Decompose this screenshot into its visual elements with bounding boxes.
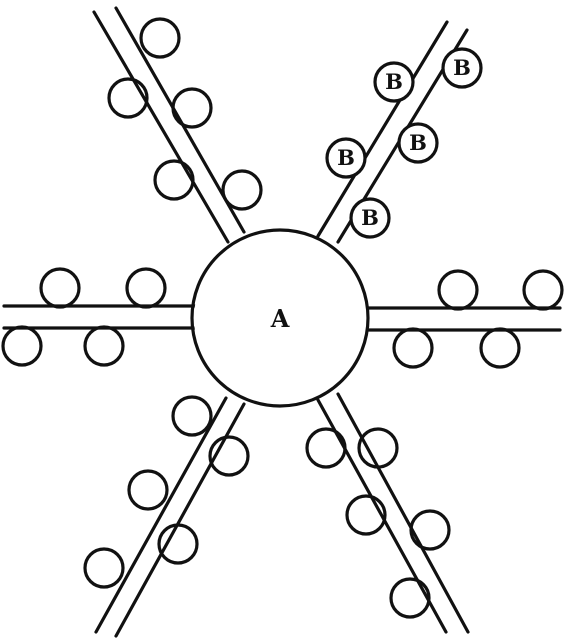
core-label-front: A (270, 304, 290, 333)
left-arm (1, 267, 198, 367)
branch-lobe (157, 523, 199, 565)
branch-b: B (325, 137, 367, 179)
arm-wall (92, 10, 230, 244)
arm-wall (94, 396, 228, 634)
branch-b: B (373, 61, 415, 103)
arm-wall (336, 392, 470, 634)
right-arm (366, 269, 564, 369)
branch-b-circle (441, 47, 483, 89)
branch-lobe (221, 169, 263, 211)
branch-lobe (125, 267, 167, 309)
branch-lobe (139, 17, 181, 59)
branch-lobe (208, 435, 250, 477)
branch-b-label: B (385, 69, 403, 94)
branch-lobe (392, 327, 434, 369)
branch-lobe (305, 427, 347, 469)
branch-b: B (441, 47, 483, 89)
branch-lobe (437, 269, 479, 311)
upper-right-arm: B B B B B (316, 20, 483, 244)
branch-lobe (171, 395, 213, 437)
branch-b: B (397, 122, 439, 164)
branch-b-circle (373, 61, 415, 103)
upper-left-arm (92, 6, 263, 244)
branch-b-circle (325, 137, 367, 179)
branch-b-label: B (453, 55, 471, 80)
branch-lobe (107, 77, 149, 119)
branch-b-circle (349, 197, 391, 239)
branch-lobe (171, 87, 213, 129)
branch-b-circle (397, 122, 439, 164)
branch-lobe (83, 547, 125, 589)
core-overlay (194, 232, 366, 404)
lower-right-arm (305, 392, 470, 634)
branch-lobe (39, 267, 81, 309)
branch-lobe (345, 494, 387, 536)
arm-wall (316, 20, 449, 238)
branch-b: B (349, 197, 391, 239)
branch-lobe (127, 469, 169, 511)
branch-lobe (83, 325, 125, 367)
lower-left-arm (83, 395, 250, 638)
branch-lobe (409, 509, 451, 551)
branch-b-label: B (409, 130, 427, 155)
branch-lobe (1, 325, 43, 367)
branch-b-label: B (361, 205, 379, 230)
branch-lobe (522, 269, 564, 311)
arm-wall (316, 398, 448, 634)
branch-lobe (479, 327, 521, 369)
branch-lobe (357, 427, 399, 469)
branch-b-label: B (337, 145, 355, 170)
arm-wall (114, 402, 246, 638)
branch-lobe (153, 159, 195, 201)
branch-lobe (389, 577, 431, 619)
